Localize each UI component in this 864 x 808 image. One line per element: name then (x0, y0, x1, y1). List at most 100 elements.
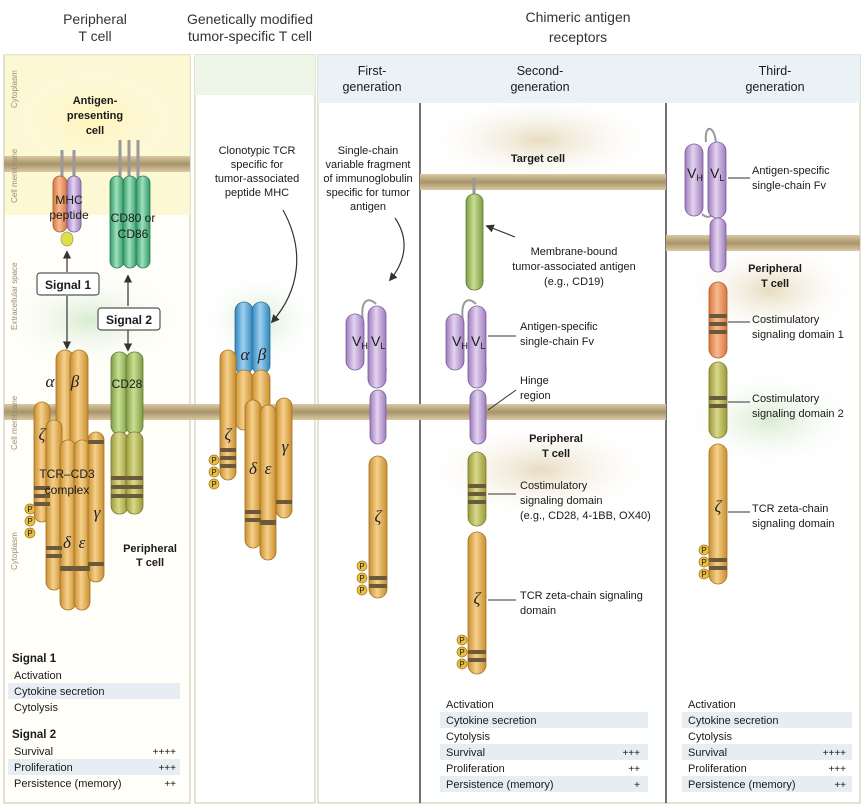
phospho-p3: P P P (356, 560, 368, 596)
membrane-target-cell (420, 174, 666, 190)
phospho-p2: P P P (208, 454, 220, 490)
table-row: Cytolysis (446, 731, 491, 743)
table-row: Cytokine secretion (682, 712, 852, 728)
glow-target (420, 95, 660, 185)
table-row-value: ++ (834, 780, 846, 791)
table-row: Cytokine secretion (440, 712, 648, 728)
table-row-label: Proliferation (688, 763, 747, 775)
table-row-stripe (440, 744, 648, 760)
tumor-antigen (465, 178, 484, 291)
scfv2-line2: single-chain Fv (520, 336, 594, 348)
antigen-line1: Membrane-bound (531, 246, 618, 258)
signal2-table-title: Signal 2 (12, 729, 56, 741)
table-row-label: Proliferation (14, 762, 73, 774)
table-row: Activation (14, 670, 62, 682)
antigen-line2: tumor-associated antigen (512, 261, 636, 273)
table-row-stripe (8, 759, 180, 775)
car-second-gen: VH VL ζ P P P (445, 299, 487, 675)
header-car-line2: receptors (549, 29, 607, 45)
table-row: Proliferation+++ (688, 763, 846, 775)
peripheral2-line1: Peripheral (529, 433, 583, 445)
table-row-label: Cytokine secretion (14, 686, 105, 698)
scfv3-line1: Antigen-specific (752, 165, 830, 177)
gamma-label: γ (94, 503, 102, 522)
table-row-label: Activation (688, 699, 736, 711)
apc-label-line1: Antigen- (73, 95, 118, 107)
table-row-stripe (440, 776, 648, 792)
zeta2-line2: domain (520, 605, 556, 617)
panel-car-tint (318, 55, 860, 103)
scfv1-line4: specific for tumor (326, 187, 410, 199)
side-extracellular: Extracellular space (10, 262, 19, 330)
side-cell-membrane-bottom: Cell membrane (10, 395, 19, 450)
p-label: P (211, 456, 216, 465)
tcr-label-line2: complex (45, 483, 90, 497)
table-row-label: Cytolysis (446, 731, 491, 743)
costim-line3: (e.g., CD28, 4-1BB, OX40) (520, 510, 651, 522)
p-label: P (359, 586, 364, 595)
costim2-line2: signaling domain 2 (752, 408, 844, 420)
zeta3-line2: signaling domain (752, 518, 835, 530)
scfv1-arrow (388, 217, 405, 282)
third-header-line2: generation (745, 80, 804, 94)
genetic-epsilon-label: ε (265, 459, 272, 478)
first-header-line1: First- (358, 64, 386, 78)
p-label: P (27, 529, 32, 538)
panel-genetic-tint (195, 55, 315, 95)
table-row-value: +++ (158, 763, 176, 774)
table-row-label: Survival (446, 747, 485, 759)
side-cell-membrane-top: Cell membrane (10, 148, 19, 203)
vh3-label: VH (687, 165, 703, 183)
cd80-label-line2: CD86 (118, 227, 149, 241)
third-zeta-label: ζ (715, 497, 723, 516)
delta-label: δ (63, 533, 72, 552)
header-peripheral-line1: Peripheral (63, 11, 127, 27)
target-cell-label: Target cell (511, 153, 565, 165)
side-cytoplasm-bottom: Cytoplasm (10, 532, 19, 570)
scfv2-line1: Antigen-specific (520, 321, 598, 333)
costim2-line1: Costimulatory (752, 393, 820, 405)
table-row: Proliferation++ (446, 763, 640, 775)
p-label: P (459, 636, 464, 645)
signal2-label: Signal 2 (106, 313, 152, 327)
side-cytoplasm-top: Cytoplasm (10, 70, 19, 108)
table-row: Persistence (memory)+ (440, 776, 648, 792)
apc-label-line2: presenting (67, 110, 123, 122)
p-label: P (459, 660, 464, 669)
table-row-label: Survival (14, 746, 53, 758)
signal1-label: Signal 1 (45, 278, 91, 292)
antigen-line3: (e.g., CD19) (544, 276, 604, 288)
table-row: Persistence (memory)++ (14, 778, 176, 790)
hinge-line1: Hinge (520, 375, 549, 387)
signal1-box: Signal 1 (36, 272, 100, 296)
engineered-tcr: α β ζ δ ε γ P P P (208, 301, 293, 561)
table-row-label: Cytolysis (14, 702, 59, 714)
hinge-line2: region (520, 390, 551, 402)
cd28-label: CD28 (112, 377, 143, 391)
scfv1-line3: of immunoglobulin (323, 173, 412, 185)
car-first-gen: VH VL ζ P P P (345, 299, 388, 599)
background-glows (0, 60, 860, 520)
p-label: P (359, 562, 364, 571)
column-headers: Peripheral T cell Genetically modified t… (63, 9, 630, 45)
table-row-label: Persistence (memory) (14, 778, 122, 790)
table-row-value: ++++ (153, 747, 177, 758)
header-genetic-line1: Genetically modified (187, 11, 313, 27)
signal1-table-title: Signal 1 (12, 653, 57, 665)
costim-line1: Costimulatory (520, 480, 588, 492)
cd28-molecule: CD28 (110, 351, 144, 515)
alpha-label: α (46, 372, 56, 391)
p-label: P (701, 546, 706, 555)
mhc-label-line2: peptide (49, 208, 89, 222)
genetic-alpha-label: α (241, 345, 251, 364)
tcr-label-line1: TCR–CD3 (39, 467, 95, 481)
table-row-stripe (682, 712, 852, 728)
genetic-beta-label: β (257, 345, 267, 364)
vl1-label: VL (371, 333, 385, 351)
p-label: P (211, 468, 216, 477)
glow-apc (0, 60, 190, 180)
vh2-label: VH (452, 333, 468, 351)
table-row: Persistence (memory)++ (682, 776, 852, 792)
p-label: P (701, 570, 706, 579)
